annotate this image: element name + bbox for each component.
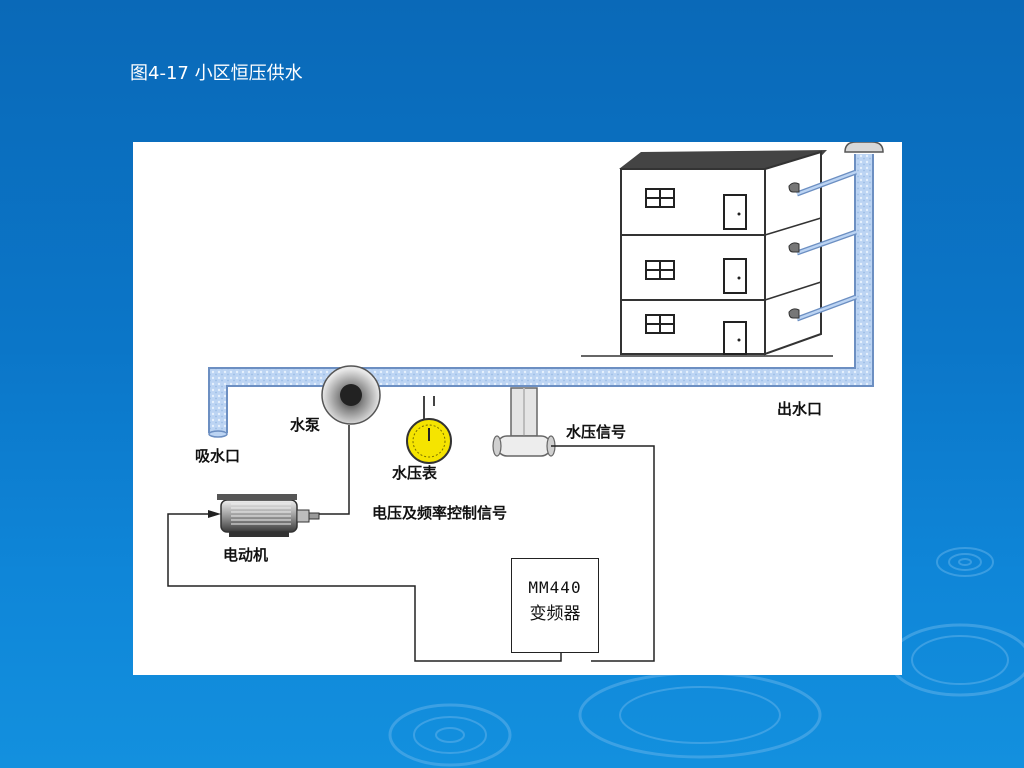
residential-building: [581, 150, 833, 357]
label-control-signal: 电压及频率控制信号: [372, 504, 508, 522]
water-pipe: [208, 142, 884, 438]
control-wiring: [167, 425, 655, 662]
frequency-inverter: MM440 变频器: [511, 558, 599, 653]
label-motor: 电动机: [223, 546, 269, 564]
signal-arrow: [208, 510, 221, 518]
label-pressure-signal: 水压信号: [566, 423, 627, 441]
inverter-name: 变频器: [529, 604, 581, 624]
label-inlet: 吸水口: [195, 447, 241, 465]
water-supply-diagram: 吸水口 水泵 水压表 水压信号 出水口 电压及频率控制信号 电动机 MM440 …: [133, 142, 902, 675]
pressure-gauge: [406, 396, 452, 464]
electric-motor: [217, 494, 320, 537]
label-outlet: 出水口: [777, 400, 823, 418]
inverter-model: MM440: [528, 578, 582, 597]
pressure-sensor: [492, 387, 556, 457]
slide-title: 图4-17 小区恒压供水: [130, 63, 303, 84]
pump: [321, 365, 381, 425]
label-pressure-gauge: 水压表: [392, 464, 438, 482]
label-pump: 水泵: [290, 416, 321, 434]
